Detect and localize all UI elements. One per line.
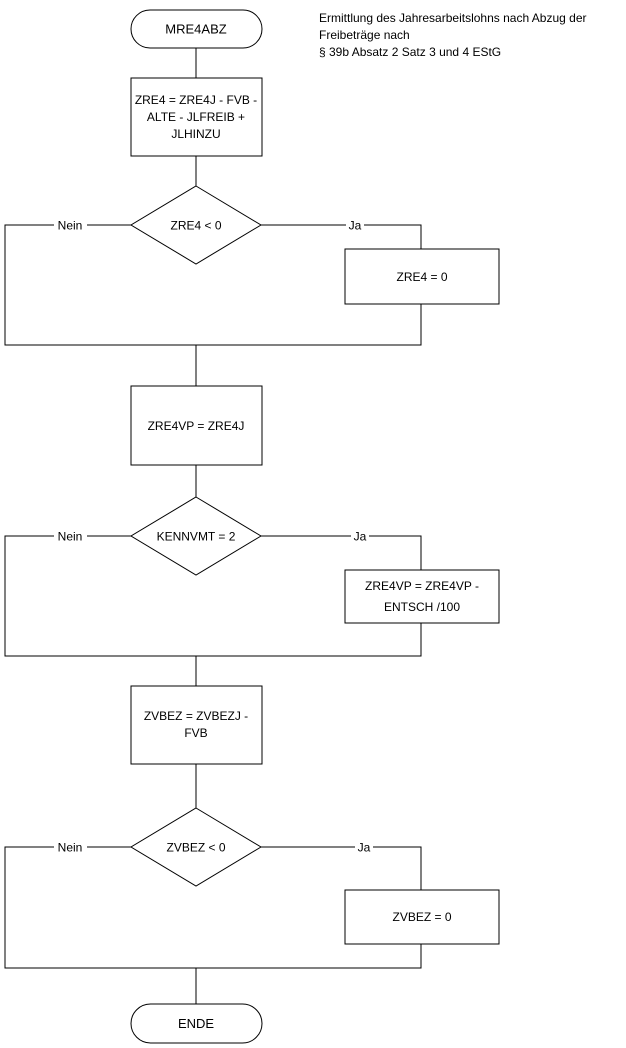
decision-kennvmt-label: KENNVMT = 2 <box>157 530 236 544</box>
edge-label-yes-1: Ja <box>349 219 362 233</box>
start-terminator <box>130 9 263 49</box>
branch-yes-return-3 <box>196 944 422 969</box>
calc-zvbez-box <box>130 685 263 765</box>
calc-zre4-box <box>130 77 263 157</box>
calc-zvbez-line-2: FVB <box>184 726 207 740</box>
edge-label-no-1: Nein <box>58 219 83 233</box>
note-line-1: Ermittlung des Jahresarbeitslohns nach A… <box>319 11 587 25</box>
branch-yes-1 <box>261 224 422 249</box>
start-label: MRE4ABZ <box>165 22 226 37</box>
edge-label-yes-2: Ja <box>354 530 367 544</box>
set-zre4-zero-box <box>344 248 500 305</box>
branch-yes-return-2 <box>196 623 422 657</box>
decision-zvbez-diamond <box>130 807 262 887</box>
description-note: Ermittlung des Jahresarbeitslohns nach A… <box>319 10 624 61</box>
set-zvbez-zero-box <box>344 889 500 945</box>
decision-kennvmt-diamond <box>130 496 262 576</box>
calc-zre4vp-entsch-box <box>344 569 500 624</box>
decision-zre4-label: ZRE4 < 0 <box>170 219 221 233</box>
calc-zre4-line-3: JLHINZU <box>171 127 220 141</box>
edge-label-yes-3: Ja <box>358 841 371 855</box>
calc-zre4vp-entsch-line-2: ENTSCH /100 <box>384 600 460 614</box>
branch-yes-2 <box>261 535 422 570</box>
end-label: ENDE <box>178 1016 214 1031</box>
decision-zvbez-label: ZVBEZ < 0 <box>166 841 225 855</box>
set-zre4-zero-label: ZRE4 = 0 <box>396 270 447 284</box>
branch-yes-3 <box>261 846 422 890</box>
calc-zre4-line-2: ALTE - JLFREIB + <box>147 110 245 124</box>
set-zvbez-zero-label: ZVBEZ = 0 <box>392 910 451 924</box>
end-terminator <box>130 1003 263 1044</box>
calc-zvbez-line-1: ZVBEZ = ZVBEZJ - <box>144 709 248 723</box>
note-line-3: § 39b Absatz 2 Satz 3 und 4 EStG <box>319 45 502 59</box>
edge-label-no-3: Nein <box>58 841 83 855</box>
edge-label-no-2: Nein <box>58 530 83 544</box>
calc-zre4-line-1: ZRE4 = ZRE4J - FVB - <box>135 93 257 107</box>
calc-zre4vp-box <box>130 385 263 466</box>
note-line-2: Freibeträge nach <box>319 28 410 42</box>
calc-zre4vp-label: ZRE4VP = ZRE4J <box>148 419 245 433</box>
decision-zre4-diamond <box>130 185 262 265</box>
calc-zre4vp-entsch-line-1: ZRE4VP = ZRE4VP - <box>365 579 479 593</box>
branch-yes-return-1 <box>196 304 422 346</box>
